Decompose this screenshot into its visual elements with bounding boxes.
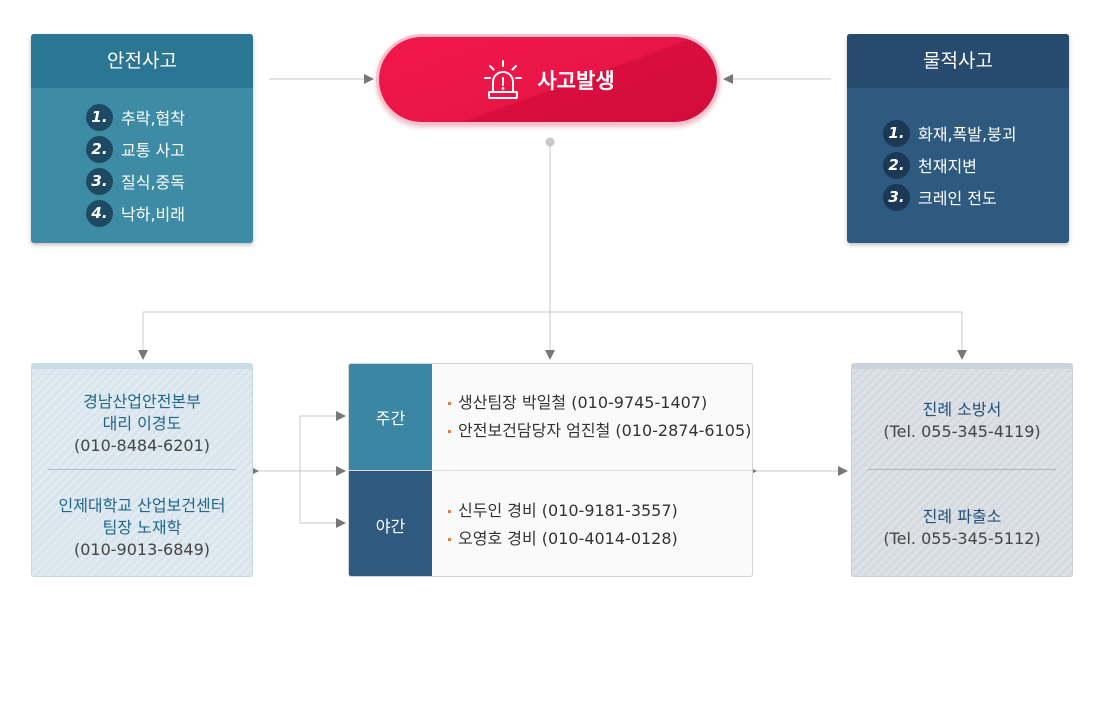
property-accidents-title: 물적사고 [847,34,1069,88]
accident-occurrence-node: 사고발생 [376,34,720,125]
list-item-label: 화재,폭발,붕괴 [918,125,1017,144]
list-item-label: 교통 사고 [121,141,185,160]
list-item-label: 질식,중독 [121,173,185,192]
list-item: 1. 화재,폭발,붕괴 [883,117,1033,149]
contact-name: 대리 이경도 [102,414,182,433]
day-shift-row: 주간 생산팀장 박일철 (010-9745-1407) 안전보건담당자 엄진철 … [349,364,752,471]
contact-health-center: 인제대학교 산업보건센터 팀장 노재학 (010-9013-6849) [32,495,252,561]
number-badge: 1. [86,103,113,131]
emergency-service-contacts: 진례 소방서 (Tel. 055-345-4119) 진례 파출소 (Tel. … [851,363,1073,577]
property-accidents-list: 1. 화재,폭발,붕괴 2. 천재지변 3. 크레인 전도 [847,88,1069,213]
day-shift-contacts: 생산팀장 박일철 (010-9745-1407) 안전보건담당자 엄진철 (01… [432,364,751,470]
list-item: 안전보건담당자 엄진철 (010-2874-6105) [448,417,751,445]
connector-dot [545,137,555,147]
list-item: 1. 추락,협착 [86,101,198,133]
contact-safety-agency: 경남산업안전본부 대리 이경도 (010-8484-6201) [32,391,252,457]
accident-occurrence-label: 사고발생 [537,68,615,93]
contact-name: 진례 파출소 [922,507,1002,526]
number-badge: 4. [86,199,113,227]
night-shift-label: 야간 [349,471,432,576]
external-safety-contacts: 경남산업안전본부 대리 이경도 (010-8484-6201) 인제대학교 산업… [31,363,253,577]
night-shift-contacts: 신두인 경비 (010-9181-3557) 오영호 경비 (010-4014-… [432,471,678,576]
list-item: 3. 질식,중독 [86,165,198,197]
number-badge: 2. [883,151,910,179]
contact-phone: (010-8484-6201) [73,436,210,455]
contact-fire-station: 진례 소방서 (Tel. 055-345-4119) [852,399,1072,443]
number-badge: 1. [883,119,910,147]
safety-accidents-list: 1. 추락,협착 2. 교통 사고 3. 질식,중독 4. 낙하,비래 [31,88,253,229]
number-badge: 2. [86,135,113,163]
list-item: 4. 낙하,비래 [86,197,198,229]
contact-name: 경남산업안전본부 [83,392,201,411]
number-badge: 3. [883,183,910,211]
divider [868,469,1056,470]
list-item: 생산팀장 박일철 (010-9745-1407) [448,389,751,417]
night-shift-row: 야간 신두인 경비 (010-9181-3557) 오영호 경비 (010-40… [349,471,752,576]
number-badge: 3. [86,167,113,195]
internal-contact-schedule: 주간 생산팀장 박일철 (010-9745-1407) 안전보건담당자 엄진철 … [348,363,753,577]
list-item: 오영호 경비 (010-4014-0128) [448,525,678,553]
siren-icon [484,59,523,99]
list-item-label: 크레인 전도 [918,189,997,208]
day-shift-label: 주간 [349,364,432,470]
list-item: 3. 크레인 전도 [883,181,1033,213]
contact-phone: (010-9013-6849) [73,540,210,559]
list-item-label: 천재지변 [918,157,977,176]
contact-name: 진례 소방서 [922,400,1002,419]
safety-accidents-box: 안전사고 1. 추락,협착 2. 교통 사고 3. 질식,중독 4. 낙하,비래 [31,34,253,243]
list-item: 2. 천재지변 [883,149,1033,181]
contact-name: 팀장 노재학 [102,518,182,537]
contact-phone: (Tel. 055-345-5112) [883,529,1041,548]
contact-police-station: 진례 파출소 (Tel. 055-345-5112) [852,506,1072,550]
contact-name: 인제대학교 산업보건센터 [58,496,226,515]
list-item: 신두인 경비 (010-9181-3557) [448,497,678,525]
list-item: 2. 교통 사고 [86,133,198,165]
list-item-label: 추락,협착 [121,109,185,128]
divider [48,469,236,470]
property-accidents-box: 물적사고 1. 화재,폭발,붕괴 2. 천재지변 3. 크레인 전도 [847,34,1069,243]
safety-accidents-title: 안전사고 [31,34,253,88]
list-item-label: 낙하,비래 [121,205,185,224]
contact-phone: (Tel. 055-345-4119) [883,422,1041,441]
